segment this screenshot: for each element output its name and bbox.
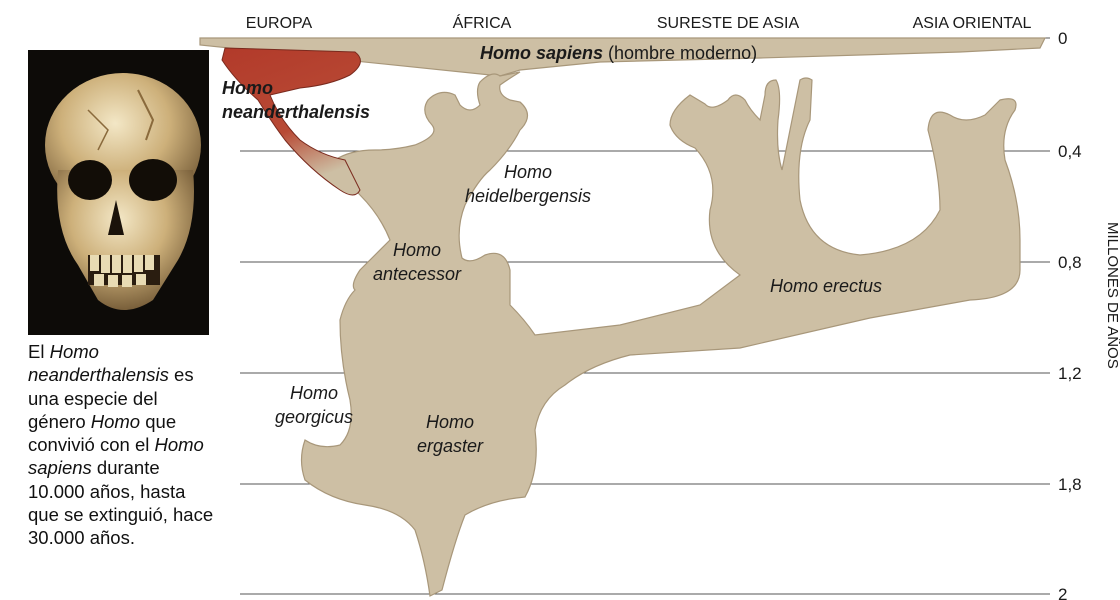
label-homo-sapiens: Homo sapiens (hombre moderno) [480,43,757,63]
caption: El Homo neanderthalensis es una especie … [28,340,218,550]
label-ergaster-line2: ergaster [417,436,484,456]
caption-italic-neanderthalensis: Homo neanderthalensis [28,341,169,385]
scale-label-2: 2 [1058,585,1067,600]
scale-label-0: 0 [1058,29,1067,48]
label-neanderthalensis-line1: Homo [222,78,273,98]
region-labels: EUROPA ÁFRICA SURESTE DE ASIA ASIA ORIEN… [246,13,1032,32]
label-ergaster-line1: Homo [426,412,474,432]
region-label-sureste-asia: SURESTE DE ASIA [657,15,800,32]
region-label-asia-oriental: ASIA ORIENTAL [913,15,1032,32]
scale-label-0.8: 0,8 [1058,253,1082,272]
region-label-africa: ÁFRICA [453,13,512,32]
caption-text-1: El [28,341,50,362]
scale-label-1.8: 1,8 [1058,475,1082,494]
label-georgicus-line2: georgicus [275,407,353,427]
label-heidelbergensis-line2: heidelbergensis [465,186,591,206]
scale-label-0.4: 0,4 [1058,142,1082,161]
time-scale: 0 0,4 0,8 1,2 1,8 2 MILLONES DE AÑOS [1058,29,1120,600]
caption-italic-homo: Homo [91,411,140,432]
scale-label-1.2: 1,2 [1058,364,1082,383]
label-georgicus-line1: Homo [290,383,338,403]
label-antecessor-line1: Homo [393,240,441,260]
label-antecessor-line2: antecessor [373,264,462,284]
label-heidelbergensis-line1: Homo [504,162,552,182]
scale-axis-title: MILLONES DE AÑOS [1104,222,1120,369]
region-label-europa: EUROPA [246,15,313,32]
label-erectus: Homo erectus [770,276,882,296]
label-neanderthalensis-line2: neanderthalensis [222,102,370,122]
